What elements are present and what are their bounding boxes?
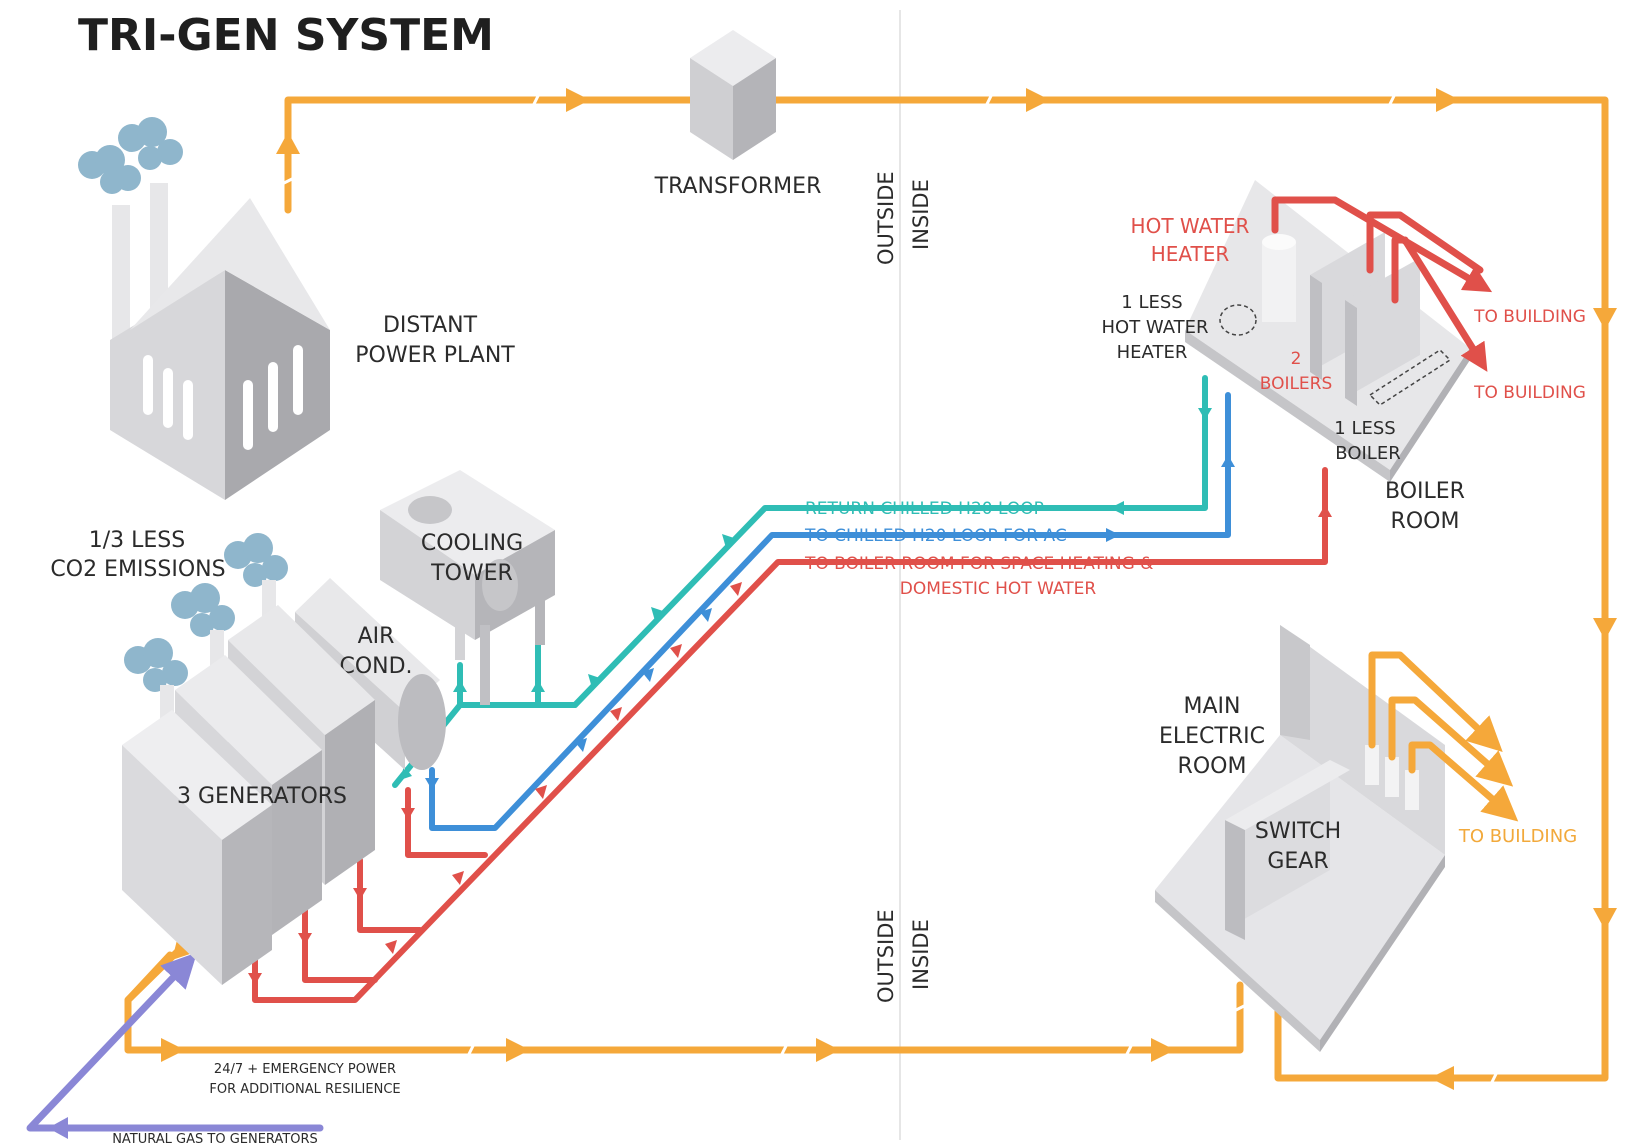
smoke-icon [78,117,183,194]
outside-label-bottom: OUTSIDE [874,909,898,1003]
hot-water-heater-label-2: HEATER [1151,242,1230,266]
emergency-power-label-2: FOR ADDITIONAL RESILIENCE [209,1082,400,1097]
hot-water-to-building-pipe-2 [1366,211,1484,274]
switch-gear-label-2: GEAR [1267,849,1328,874]
distant-power-plant-label-1: DISTANT [383,313,478,338]
boiler-room-icon [1185,180,1470,482]
boiler-room-label-2: ROOM [1391,509,1460,534]
main-electric-room-label-3: ROOM [1178,754,1247,779]
main-electric-room-label-2: ELECTRIC [1159,724,1265,749]
cooling-tower-label-1: COOLING [421,531,523,556]
hot-water-to-building-pipe-3 [1391,236,1488,372]
hot-water-heater-label-1: HOT WATER [1131,214,1250,238]
generators-label: 3 GENERATORS [177,784,347,809]
outside-label-top: OUTSIDE [874,171,898,265]
chilled-loop-ac-label: TO CHILLED H20 LOOP FOR AC [804,526,1067,546]
to-building-label-2: TO BUILDING [1473,383,1586,403]
electric-to-building-pipe-3 [1408,741,1519,822]
electric-to-building-pipe-1 [1368,651,1503,753]
red-pipe-arrows [248,505,1332,985]
return-chilled-loop-label: RETURN CHILLED H20 LOOP [805,499,1044,519]
less-hot-water-heater-label-2: HOT WATER [1101,317,1208,338]
co2-emissions-label-1: 1/3 LESS [89,528,186,553]
inside-label-bottom: INSIDE [909,919,933,990]
generators-icon [122,580,375,985]
air-cond-label-2: COND. [339,654,412,679]
power-line-top [284,96,1609,1082]
main-electric-room-icon [1155,625,1445,1052]
distant-power-plant-label-2: POWER PLANT [355,343,515,368]
hot-water-pipe-gen3 [357,857,423,933]
to-building-label-1: TO BUILDING [1473,307,1586,327]
cooling-tower-icon [380,470,555,705]
teal-pipe-arrows [400,408,1212,780]
transformer-label: TRANSFORMER [654,174,822,199]
less-boiler-label-1: 1 LESS [1334,418,1395,439]
hot-water-pipe-gen2 [302,897,378,983]
electric-to-building-label: TO BUILDING [1458,826,1577,847]
transformer-icon [690,30,776,160]
hot-water-pipe [252,467,1328,1003]
co2-emissions-label-2: CO2 EMISSIONS [50,557,225,582]
boilers-label-1: 2 [1291,349,1302,369]
boiler-room-heating-label-2: DOMESTIC HOT WATER [900,579,1097,599]
natural-gas-label: NATURAL GAS TO GENERATORS [112,1132,318,1145]
boiler-room-heating-label-1: TO BOILER ROOM FOR SPACE HEATING & [804,554,1153,574]
less-hot-water-heater-label-3: HEATER [1117,342,1188,363]
less-boiler-label-2: BOILER [1335,443,1400,464]
main-electric-room-label-1: MAIN [1184,694,1241,719]
boilers-label-2: BOILERS [1260,374,1333,394]
less-hot-water-heater-label-1: 1 LESS [1121,292,1182,313]
diagram-title: TRI-GEN SYSTEM [78,10,494,61]
natural-gas-arrow [48,1117,68,1139]
chilled-supply-pipe [429,392,1231,831]
natural-gas-line [26,952,324,1132]
hot-water-pipe-ac [405,787,488,858]
blue-pipe-arrows [425,455,1235,790]
air-cond-label-1: AIR [358,624,395,649]
switch-gear-label-1: SWITCH [1255,819,1341,844]
emergency-power-label-1: 24/7 + EMERGENCY POWER [214,1062,396,1077]
power-line-break-marks [279,91,1500,1087]
cooling-tower-label-2: TOWER [430,561,513,586]
power-plant-icon [78,117,330,500]
boiler-room-label-1: BOILER [1385,479,1465,504]
return-chilled-pipe [535,375,1208,708]
electric-to-building-pipe-2 [1388,696,1514,787]
inside-label-top: INSIDE [909,179,933,250]
